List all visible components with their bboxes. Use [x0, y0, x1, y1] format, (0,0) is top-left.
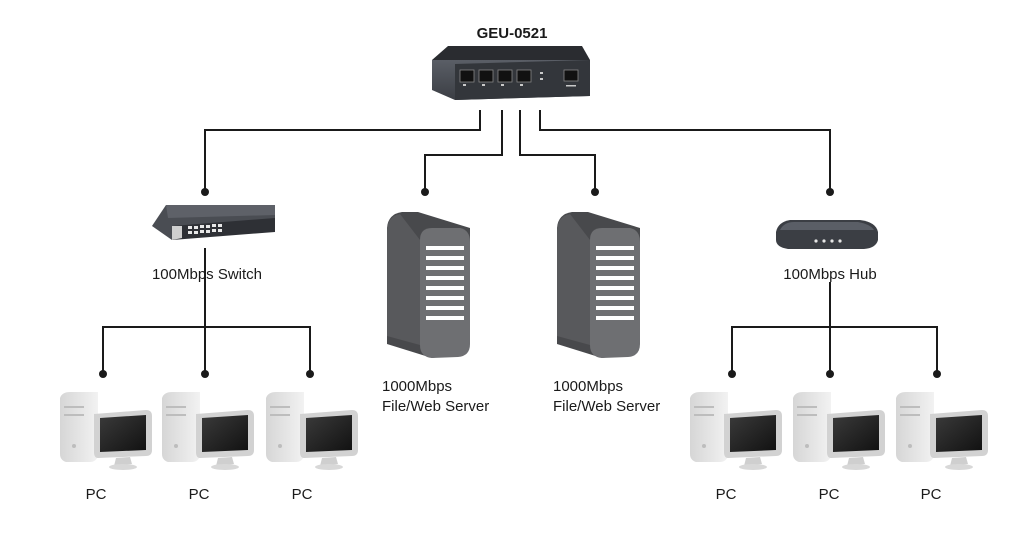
dot-pc-right-1: [728, 370, 736, 378]
dot-server-right: [591, 188, 599, 196]
pc-right-1-label: PC: [715, 486, 737, 503]
dot-pc-left-2: [201, 370, 209, 378]
hub-100-icon: [776, 220, 878, 249]
server-left-label-line1: 1000Mbps: [382, 378, 453, 395]
pc-right-3-icon: [896, 392, 988, 470]
hub-100-label: 100Mbps Hub: [783, 266, 877, 283]
pc-right-3-label: PC: [920, 486, 942, 503]
server-right-icon: [557, 212, 640, 358]
pc-left-3-icon: [266, 392, 358, 470]
server-right-label-line2: File/Web Server: [553, 398, 661, 415]
dot-pc-right-2: [826, 370, 834, 378]
server-left-label-line2: File/Web Server: [382, 398, 490, 415]
server-right-label-line1: 1000Mbps: [553, 378, 624, 395]
switch-100-icon: [152, 205, 275, 240]
pc-left-1-icon: [60, 392, 152, 470]
main-switch-label: GEU-0521: [476, 25, 548, 42]
link-switch-pcs: [102, 326, 311, 372]
pc-right-2-label: PC: [818, 486, 840, 503]
dot-switch: [201, 188, 209, 196]
link-main-to-server-left: [424, 110, 503, 192]
pc-left-3-label: PC: [291, 486, 313, 503]
pcs-layer: [60, 392, 988, 470]
connection-dots: [99, 188, 941, 378]
pc-right-1-icon: [690, 392, 782, 470]
main-switch-icon: [432, 46, 590, 100]
dot-hub: [826, 188, 834, 196]
pc-left-1-label: PC: [85, 486, 107, 503]
dot-pc-left-3: [306, 370, 314, 378]
pc-right-2-icon: [793, 392, 885, 470]
link-main-to-switch: [204, 110, 481, 192]
link-hub-pcs: [731, 326, 938, 372]
switch-100-label: 100Mbps Switch: [151, 266, 263, 283]
dot-pc-right-3: [933, 370, 941, 378]
connection-lines: [102, 110, 938, 372]
dot-server-left: [421, 188, 429, 196]
link-main-to-server-right: [519, 110, 596, 192]
server-left-icon: [387, 212, 470, 358]
pc-left-2-label: PC: [188, 486, 210, 503]
pc-left-2-icon: [162, 392, 254, 470]
dot-pc-left-1: [99, 370, 107, 378]
link-main-to-hub: [539, 110, 831, 192]
